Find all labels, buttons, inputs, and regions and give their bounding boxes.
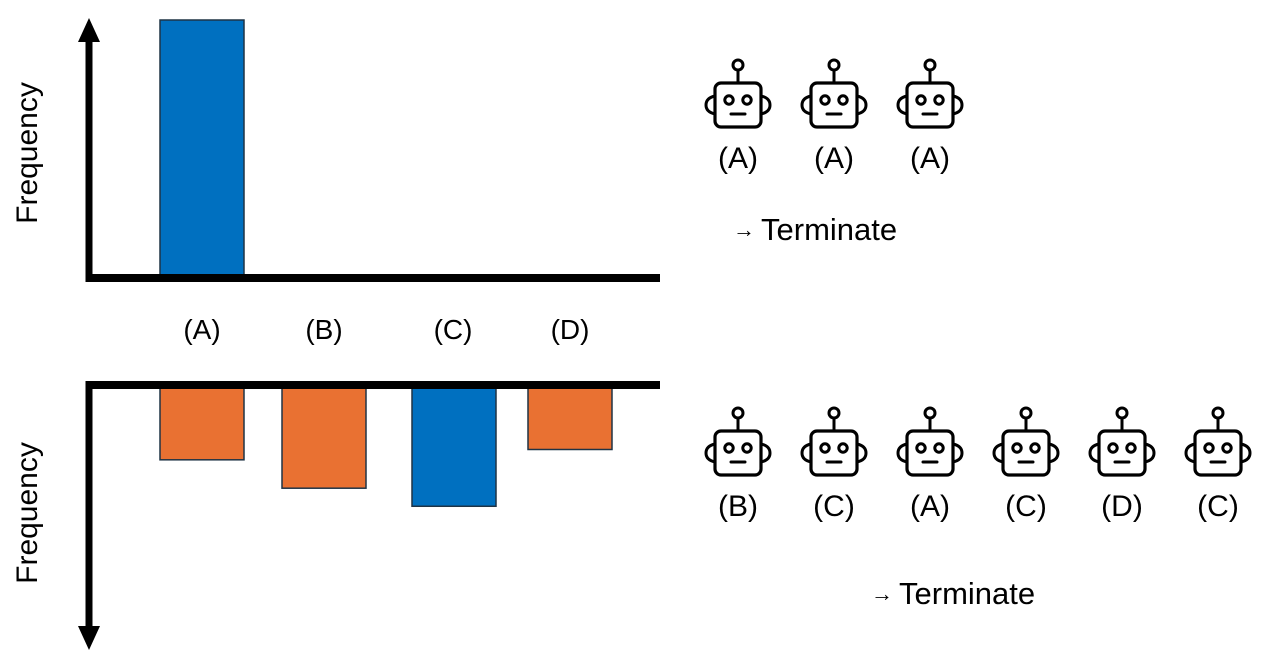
agent-2: (A)	[786, 56, 882, 176]
agent-answer-label: (A)	[910, 142, 950, 175]
top-result-text: Terminate	[761, 212, 898, 247]
agent-answer-label: (A)	[910, 490, 950, 523]
bottom-bar-a	[159, 384, 245, 461]
agent-1: (B)	[690, 404, 786, 524]
agent-answer-label: (C)	[813, 490, 855, 523]
robot-icon	[800, 406, 868, 477]
category-label-b: (B)	[305, 314, 343, 345]
bottom-y-axis-label: Frequency	[11, 442, 44, 584]
top-y-axis-label: Frequency	[11, 82, 44, 224]
bottom-result-text: Terminate	[899, 576, 1036, 611]
agent-1: (A)	[690, 56, 786, 176]
robot-icon	[704, 58, 772, 129]
agent-answer-label: (A)	[814, 142, 854, 175]
bottom-y-axis-arrowhead	[78, 626, 100, 650]
top-agent-group: (A) (A) (A)	[690, 56, 978, 176]
robot-icon	[896, 58, 964, 129]
agent-5: (D)	[1074, 404, 1170, 524]
category-label-a: (A)	[183, 314, 221, 345]
robot-icon	[800, 58, 868, 129]
bottom-chart	[78, 381, 660, 650]
agent-answer-label: (D)	[1101, 490, 1143, 523]
bottom-terminate-label: →Terminate	[871, 576, 1035, 612]
agent-3: (A)	[882, 404, 978, 524]
robot-icon	[896, 406, 964, 477]
robot-icon	[992, 406, 1060, 477]
bottom-bar-c	[411, 384, 497, 508]
agent-answer-label: (A)	[718, 142, 758, 175]
robot-icon	[704, 406, 772, 477]
agent-answer-label: (C)	[1197, 490, 1239, 523]
top-bar-a	[159, 19, 245, 279]
top-y-axis-arrowhead	[78, 18, 100, 42]
right-arrow-icon: →	[871, 581, 893, 606]
agent-4: (C)	[978, 404, 1074, 524]
category-label-d: (D)	[550, 314, 590, 345]
robot-icon	[1184, 406, 1252, 477]
bottom-agent-group: (B) (C) (A) (C) (D) (C)	[690, 404, 1266, 524]
agent-2: (C)	[786, 404, 882, 524]
top-chart	[78, 18, 660, 282]
agent-answer-label: (C)	[1005, 490, 1047, 523]
top-terminate-label: →Terminate	[733, 212, 897, 248]
bottom-bar-d	[527, 384, 613, 451]
agent-6: (C)	[1170, 404, 1266, 524]
robot-icon	[1088, 406, 1156, 477]
agent-answer-label: (B)	[718, 490, 758, 523]
agent-3: (A)	[882, 56, 978, 176]
bottom-bar-b	[281, 384, 367, 489]
right-arrow-icon: →	[733, 217, 755, 242]
category-label-c: (C)	[433, 314, 473, 345]
